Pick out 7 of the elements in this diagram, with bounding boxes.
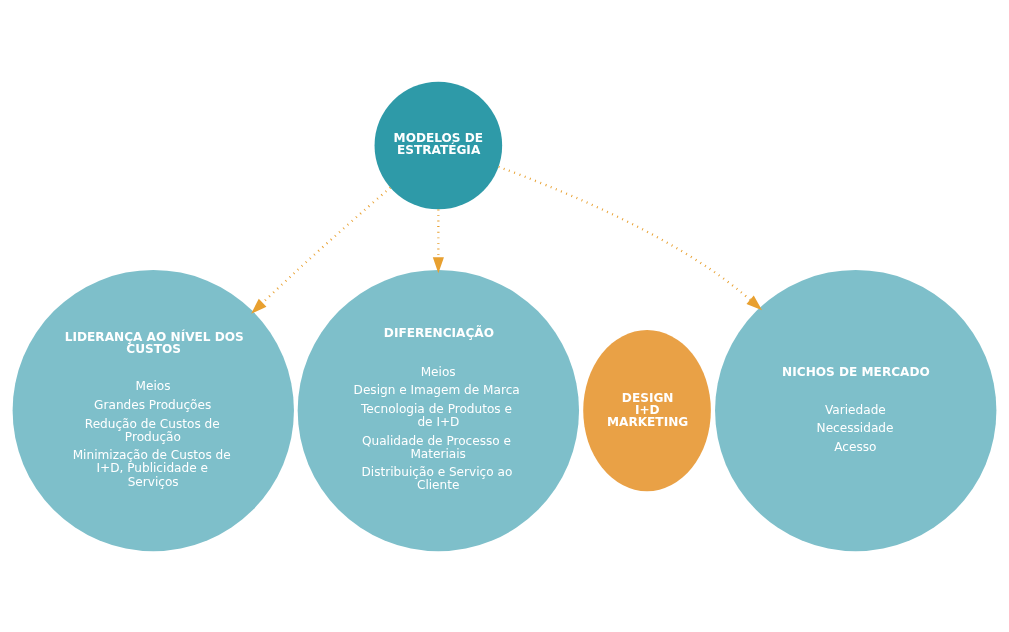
node-circle: DIFERENCIAÇÃO Meios Design e Imagem de Marca Tecnologia de Produtos e de I+D Qualidade de Processo e Materiais Distribuição e Serviço ao Cliente — [297, 269, 580, 551]
arrow — [498, 165, 763, 310]
node-circle: NICHOS DE MERCADO Variedade Necessidade Acesso — [715, 269, 997, 551]
arrow — [251, 186, 392, 314]
node-circle: LIDERANÇA AO NÍVEL DOS CUSTOS Meios Grandes Produções Redução de Custos de Produção Minimização de Custos de I+D, Publicidade e Serviços — [12, 269, 294, 551]
node-ellipse: DESIGN I+D MARKETING — [583, 329, 711, 491]
node-circle: MODELOS DE ESTRATÉGIA — [374, 81, 503, 209]
